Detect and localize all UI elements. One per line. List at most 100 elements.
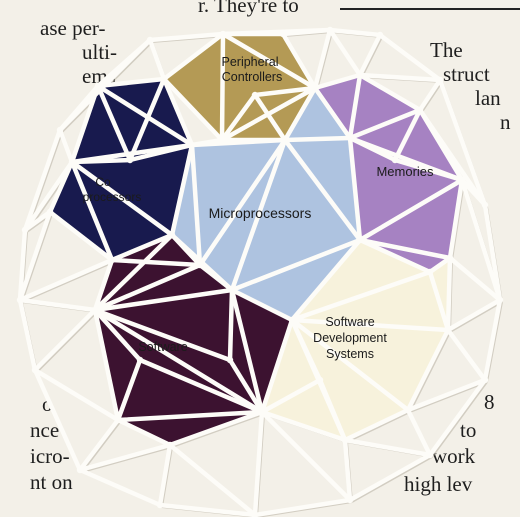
frame-strut xyxy=(427,377,488,458)
frame-strut xyxy=(127,76,167,163)
frame-strut xyxy=(289,317,323,383)
frame-strut xyxy=(347,135,363,243)
left-text-line-3: ulti- xyxy=(82,40,117,64)
frame-strut xyxy=(317,377,348,443)
frame-hub xyxy=(356,71,364,79)
frame-strut xyxy=(357,72,443,83)
frame-strut xyxy=(115,417,173,448)
frame-strut xyxy=(77,417,121,473)
frame-strut xyxy=(115,357,143,423)
frame-hub xyxy=(481,376,489,384)
frame-hub xyxy=(56,126,64,134)
frame-hub xyxy=(341,436,349,444)
frame-strut-shadow xyxy=(361,36,383,78)
frame-strut xyxy=(445,297,503,333)
left-text-line-7: icro- xyxy=(30,444,70,468)
frame-strut xyxy=(437,77,488,208)
frame-hub xyxy=(114,416,122,424)
frame-hub xyxy=(91,306,99,314)
frame-strut xyxy=(405,407,433,458)
frame-hub xyxy=(218,136,226,144)
frame-strut xyxy=(109,232,175,263)
frame-strut xyxy=(347,107,423,141)
frame-strut xyxy=(92,307,233,363)
frame-strut xyxy=(229,287,265,415)
frame-strut-shadow xyxy=(161,446,173,508)
frame-strut xyxy=(17,297,38,373)
frame-strut xyxy=(17,227,28,303)
frame-strut-shadow xyxy=(351,456,433,503)
microprocessors-segment xyxy=(172,88,360,320)
frame-strut xyxy=(92,257,115,313)
frame-hub xyxy=(228,286,236,294)
frame-strut xyxy=(161,76,195,148)
frame-strut xyxy=(227,287,235,363)
frame-strut xyxy=(252,409,265,517)
frame-strut xyxy=(447,177,465,261)
frame-strut xyxy=(92,287,235,313)
frame-strut xyxy=(347,452,433,503)
frame-strut-shadow xyxy=(81,421,121,473)
frame-strut xyxy=(77,467,163,508)
frame-strut xyxy=(92,232,175,313)
frame-hub xyxy=(166,441,174,449)
right-text-line-5: 8 xyxy=(484,390,495,414)
frame-strut xyxy=(312,85,353,141)
left-text-line-2: ase per- xyxy=(40,16,106,40)
memories-label: Memories xyxy=(376,164,434,179)
frame-hub xyxy=(21,226,29,234)
frame-strut-shadow xyxy=(21,213,53,303)
frame-strut xyxy=(95,83,133,163)
frame-strut xyxy=(147,37,167,82)
frame-strut-shadow xyxy=(346,411,411,443)
frame-strut xyxy=(392,107,423,163)
frame-strut xyxy=(357,237,433,275)
frame-hub xyxy=(108,256,116,264)
frame-strut xyxy=(282,137,363,243)
frame-strut xyxy=(482,202,503,303)
peripheral-controllers-segment xyxy=(164,34,315,140)
frame-strut xyxy=(259,409,348,443)
frame-strut xyxy=(167,442,258,517)
right-text-line-2: struct xyxy=(443,62,490,86)
peripheral-label-line-1: Peripheral xyxy=(222,55,279,69)
frame-strut xyxy=(342,437,353,503)
devsystems-label-line-3: Systems xyxy=(326,347,374,361)
frame-strut xyxy=(17,297,98,313)
frame-strut xyxy=(22,127,63,233)
right-text-line-1: The xyxy=(430,38,463,62)
frame-strut xyxy=(342,437,433,458)
frame-strut xyxy=(459,177,503,303)
frame-hub xyxy=(311,84,319,92)
frame-hub xyxy=(76,466,84,474)
right-text-line-4: n xyxy=(500,110,511,134)
frame-hub xyxy=(46,208,54,216)
frame-hub xyxy=(226,356,234,364)
frame-strut xyxy=(327,27,363,78)
frame-strut-shadow xyxy=(36,311,98,373)
peripheral-label-line-2: Controllers xyxy=(222,70,282,84)
frame-strut xyxy=(252,92,288,143)
frame-hub xyxy=(436,76,444,84)
coprocessors-label-line-2: processors xyxy=(83,190,142,204)
frame-strut xyxy=(482,297,503,383)
frame-strut-shadow xyxy=(409,381,488,413)
frame-hub xyxy=(219,30,227,38)
frame-strut xyxy=(229,137,288,293)
frame-strut xyxy=(357,32,383,78)
frame-strut xyxy=(282,85,318,143)
column-rule xyxy=(340,8,520,10)
frame-strut xyxy=(417,77,443,113)
frame-strut xyxy=(147,31,226,43)
frame-strut xyxy=(405,377,488,413)
frame-hub xyxy=(346,134,354,142)
frame-strut-shadow xyxy=(421,81,443,113)
frame-strut xyxy=(227,357,265,415)
frame-hub xyxy=(416,106,424,114)
frame-hub xyxy=(160,75,168,83)
frame-strut xyxy=(92,307,265,415)
microprocessors-label: Microprocessors xyxy=(209,205,312,221)
frame-strut xyxy=(92,307,121,423)
frame-hub xyxy=(279,30,287,38)
